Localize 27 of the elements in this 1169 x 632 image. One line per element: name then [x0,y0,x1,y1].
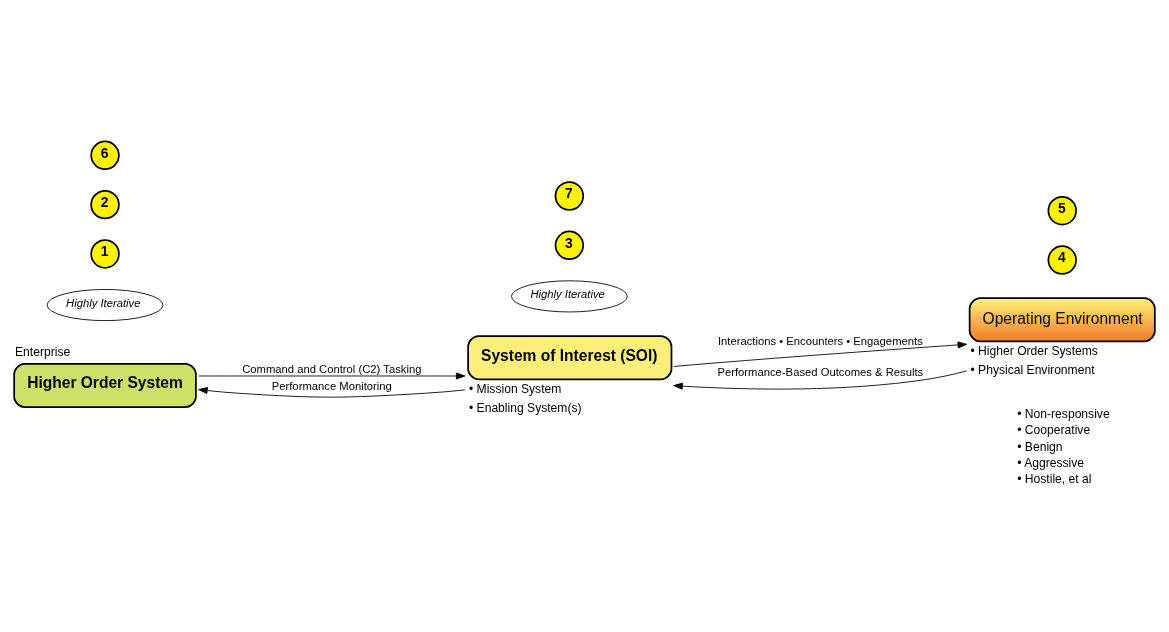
label: • Aggressive [1017,455,1085,470]
edge-label: Performance Monitoring [271,379,392,392]
node-label: • Higher Order Systems [970,343,1098,358]
node-circle: 1 [90,238,120,269]
label: • Hostile, et al [1017,471,1092,486]
node-circle: 6 [90,140,120,170]
edge-label: Command and Control (C2) Tasking [242,362,422,375]
node-ellipse: Highly Iterative [46,288,164,321]
node-ellipse: Highly Iterative [511,279,628,312]
node-circle: 3 [554,230,585,260]
label: • Non-responsive [1017,406,1110,421]
edge-label: Interactions • Encounters • Engagements [717,334,923,347]
arrow [673,340,968,367]
label: • Cooperative [1017,422,1091,437]
node-label: • Physical Environment [970,362,1095,377]
arrow [673,370,968,390]
node-circle: 5 [1047,195,1077,225]
node-label: • Enabling System(s) [468,400,582,415]
node-label: Enterprise [15,344,71,359]
node-label: • Mission System [468,381,562,396]
arrow [198,372,466,379]
edge-label: Performance-Based Outcomes & Results [717,365,924,378]
node-circle: 7 [554,180,585,211]
label: • Benign [1017,439,1063,454]
arrow [198,386,466,398]
node-circle: 4 [1047,244,1077,275]
node-circle: 2 [90,189,120,219]
